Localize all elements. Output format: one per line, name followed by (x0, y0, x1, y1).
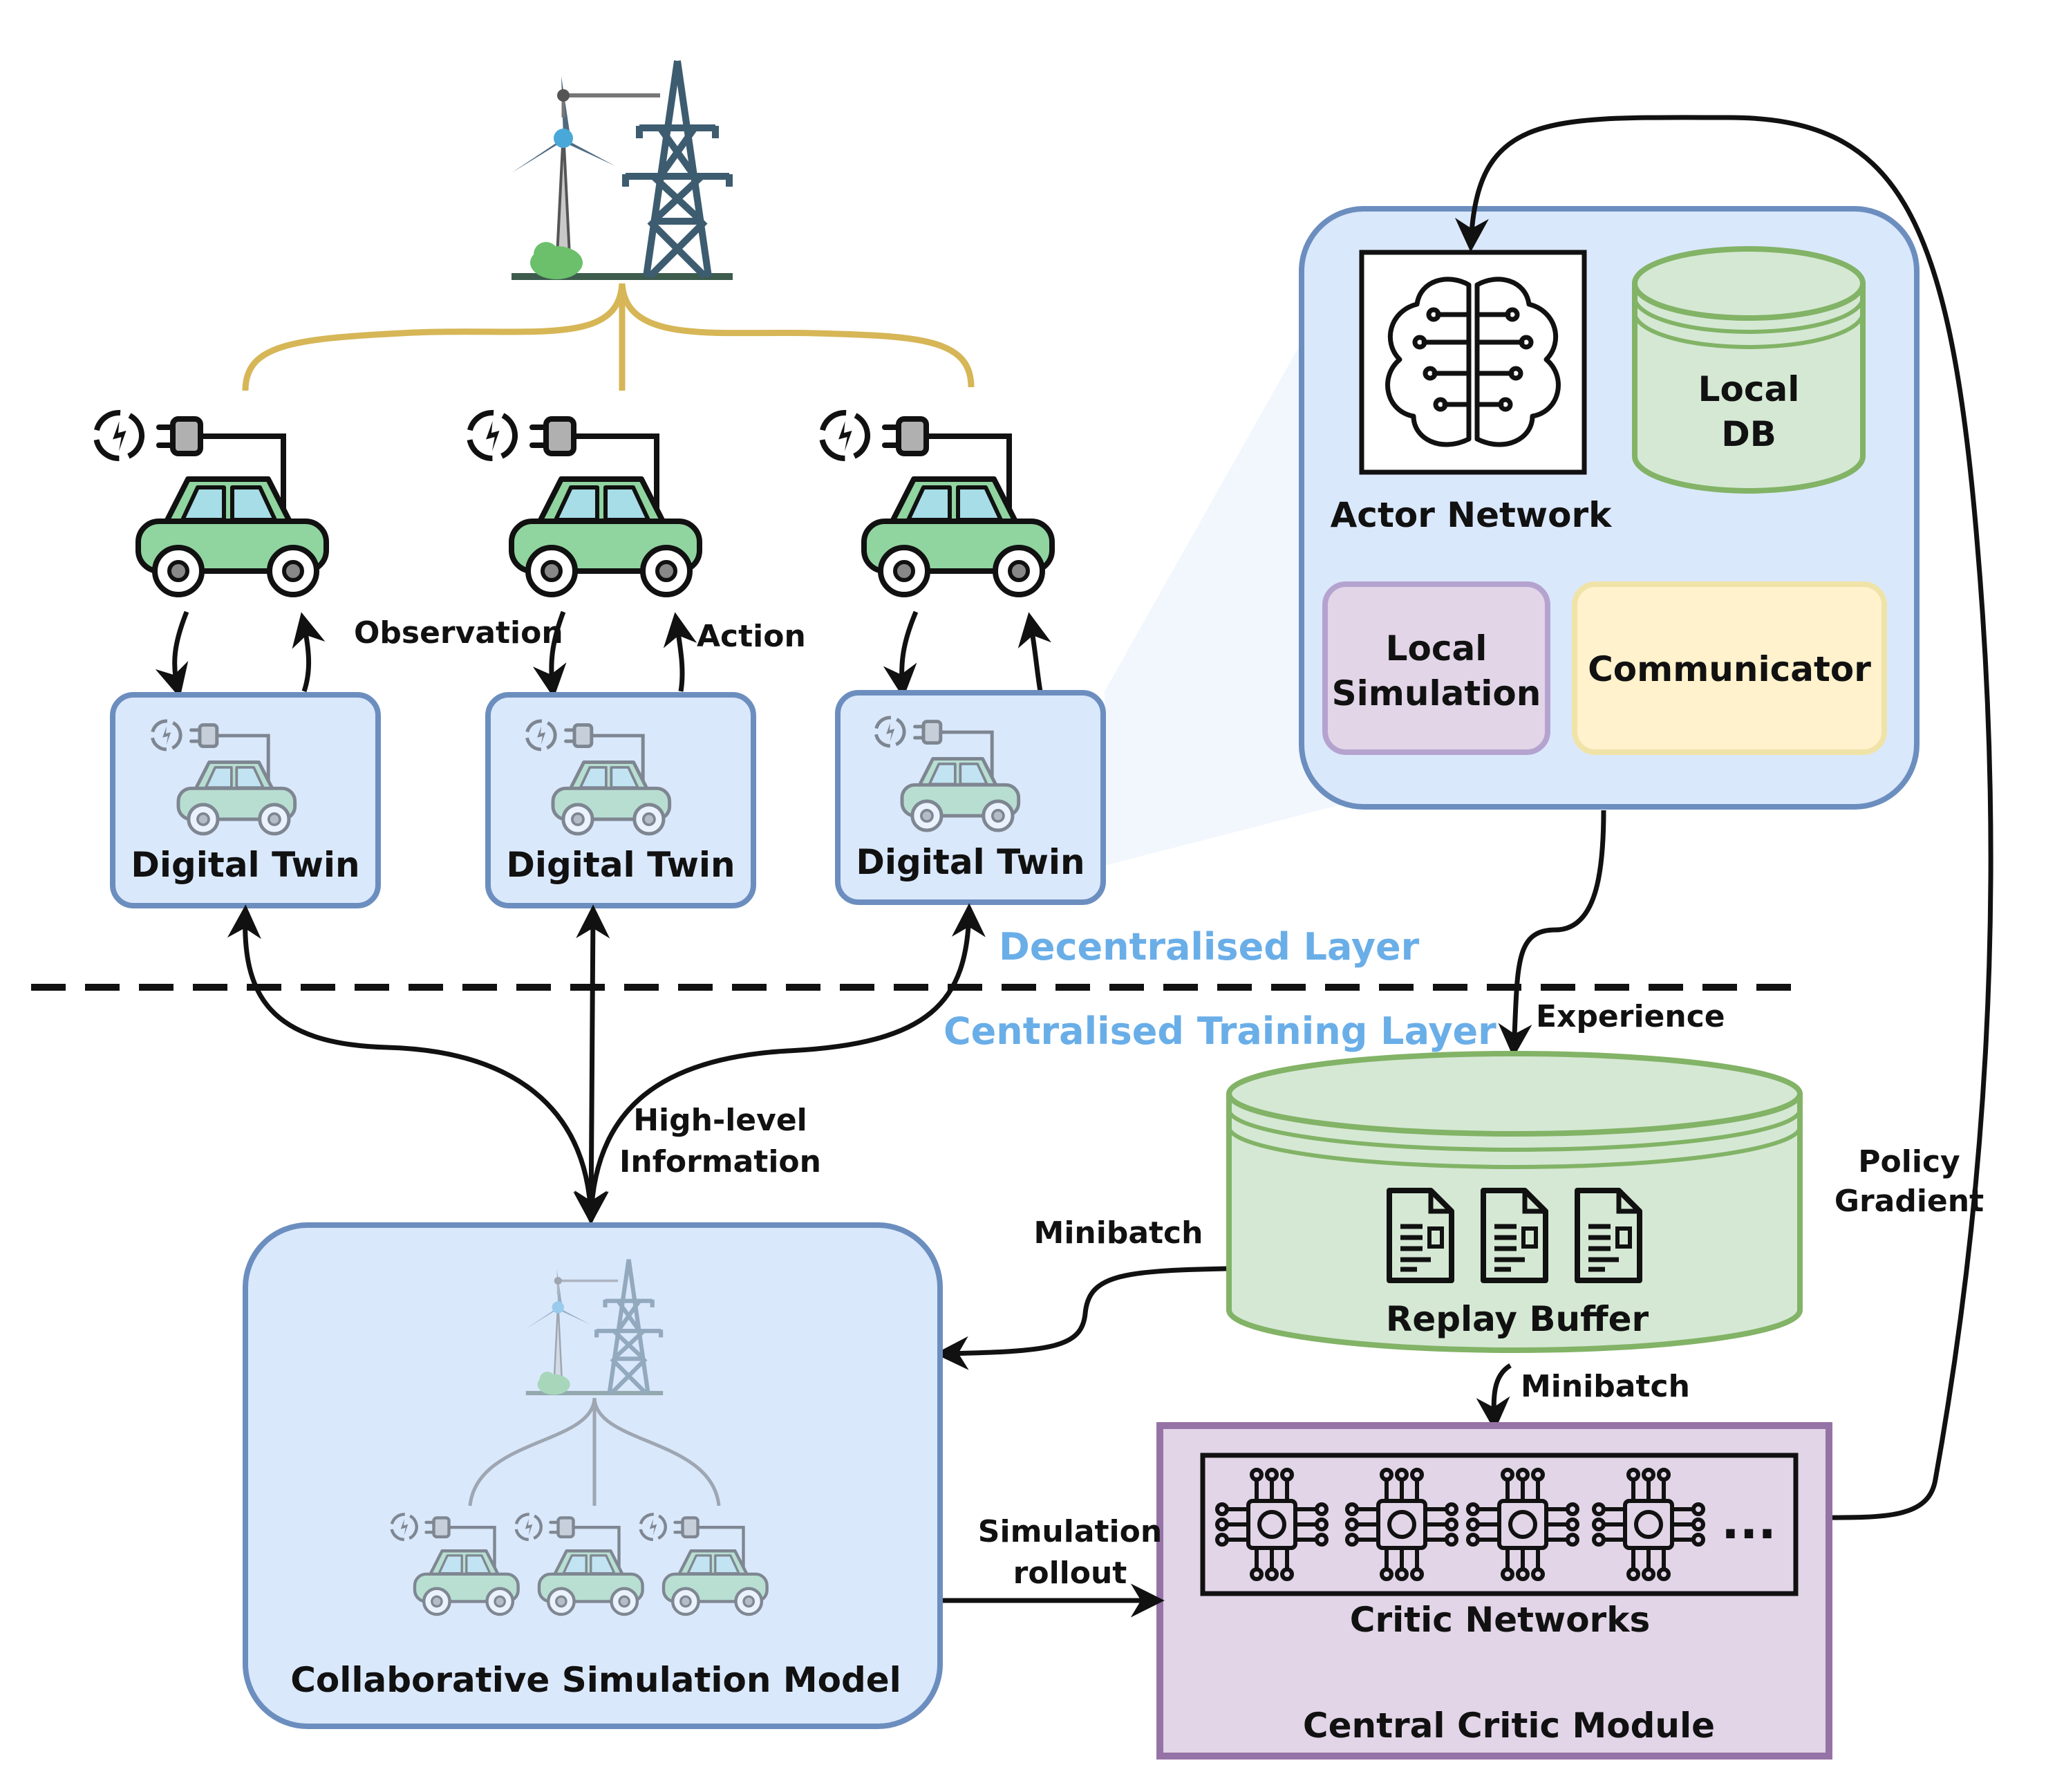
svg-text:Communicator: Communicator (1588, 649, 1871, 689)
ellipsis: ... (1721, 1493, 1776, 1550)
zoom-connector (1105, 270, 1346, 866)
minibatch-arrow-left (935, 1266, 1227, 1370)
local-simulation-box: Local Simulation (1322, 581, 1550, 755)
svg-text:Digital Twin: Digital Twin (131, 845, 359, 885)
svg-text:Simulation: Simulation (1332, 673, 1541, 713)
central-critic-module: ... Critic Networks Central Critic Modul… (1156, 1422, 1832, 1760)
svg-text:Digital Twin: Digital Twin (506, 845, 735, 885)
policy-gradient-arrow (1454, 115, 1993, 1520)
minibatch-label-left: Minibatch (1034, 1215, 1203, 1251)
grid-connection-lines (242, 283, 975, 391)
document-icon (1577, 1191, 1640, 1280)
centralised-layer-label: Centralised Training Layer (944, 1009, 1496, 1053)
svg-text:Collaborative Simulation Model: Collaborative Simulation Model (290, 1660, 901, 1700)
local-db-cylinder: Local DB (1632, 246, 1866, 494)
power-grid-icon (512, 61, 733, 279)
simulation-rollout-label: rollout (1013, 1556, 1127, 1591)
svg-text:Replay Buffer: Replay Buffer (1386, 1299, 1649, 1339)
document-icon (1389, 1191, 1452, 1280)
minibatch-label-down: Minibatch (1521, 1369, 1690, 1404)
high-level-info-arrows (227, 903, 986, 1225)
ev-charging-icon (817, 408, 1052, 595)
document-icon (1483, 1191, 1546, 1280)
svg-text:Actor Network: Actor Network (1331, 495, 1613, 535)
high-level-info-label: High-level (633, 1103, 807, 1138)
policy-gradient-label: Policy (1858, 1144, 1960, 1179)
svg-text:Local: Local (1386, 628, 1487, 669)
central-critic-label: Central Critic Module (1303, 1706, 1715, 1746)
svg-text:DB: DB (1721, 414, 1776, 454)
actor-network: Actor Network (1331, 250, 1613, 535)
experience-label: Experience (1536, 999, 1725, 1034)
svg-text:Digital Twin: Digital Twin (856, 842, 1085, 882)
digital-twin-box-1: Digital Twin (110, 692, 381, 908)
communicator-box: Communicator (1572, 581, 1887, 755)
ev-charging-icon (464, 408, 700, 595)
ev-charging-icon (91, 408, 326, 595)
decentralised-layer-label: Decentralised Layer (999, 925, 1420, 969)
observation-action-arrows (155, 610, 1051, 698)
minibatch-arrow-down (1476, 1363, 1512, 1431)
simulation-rollout-label: Simulation (978, 1514, 1162, 1549)
observation-label: Observation (354, 615, 563, 651)
critic-networks-label: Critic Networks (1350, 1600, 1650, 1640)
svg-text:Local: Local (1698, 369, 1800, 409)
brain-icon (1385, 277, 1561, 447)
policy-gradient-label: Gradient (1834, 1184, 1984, 1219)
replay-buffer-cylinder: Replay Buffer (1226, 1051, 1803, 1353)
high-level-info-label: Information (619, 1144, 821, 1179)
action-label: Action (697, 619, 806, 654)
collaborative-simulation-model: Collaborative Simulation Model (243, 1222, 943, 1729)
digital-twin-box-3: Digital Twin (835, 690, 1106, 905)
agent-detail-box: Actor Network Local DB Local Simulation … (1299, 206, 1920, 810)
digital-twin-box-2: Digital Twin (485, 692, 756, 908)
experience-arrow (1498, 810, 1606, 1058)
